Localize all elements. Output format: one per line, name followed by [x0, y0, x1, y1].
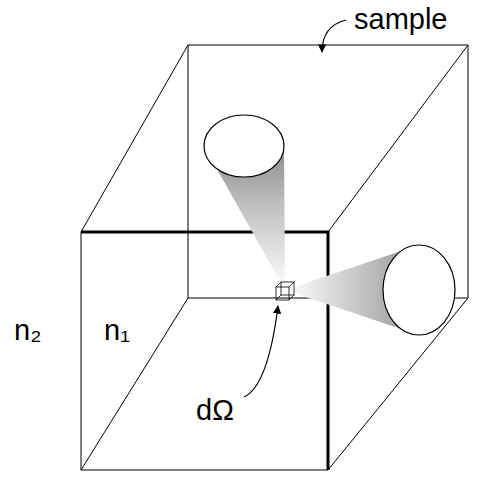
leader-arrow	[244, 306, 278, 397]
front-face	[81, 232, 328, 470]
solid-angle-label: dΩ	[196, 396, 234, 425]
refractive-index-label: n₂	[14, 316, 41, 345]
scatter-cones	[204, 115, 455, 335]
leader-arrow	[322, 20, 346, 52]
sample-label: sample	[354, 5, 448, 34]
sample-cube	[81, 45, 468, 470]
volume-element	[276, 282, 294, 300]
refractive-index-label: n₁	[104, 316, 130, 345]
